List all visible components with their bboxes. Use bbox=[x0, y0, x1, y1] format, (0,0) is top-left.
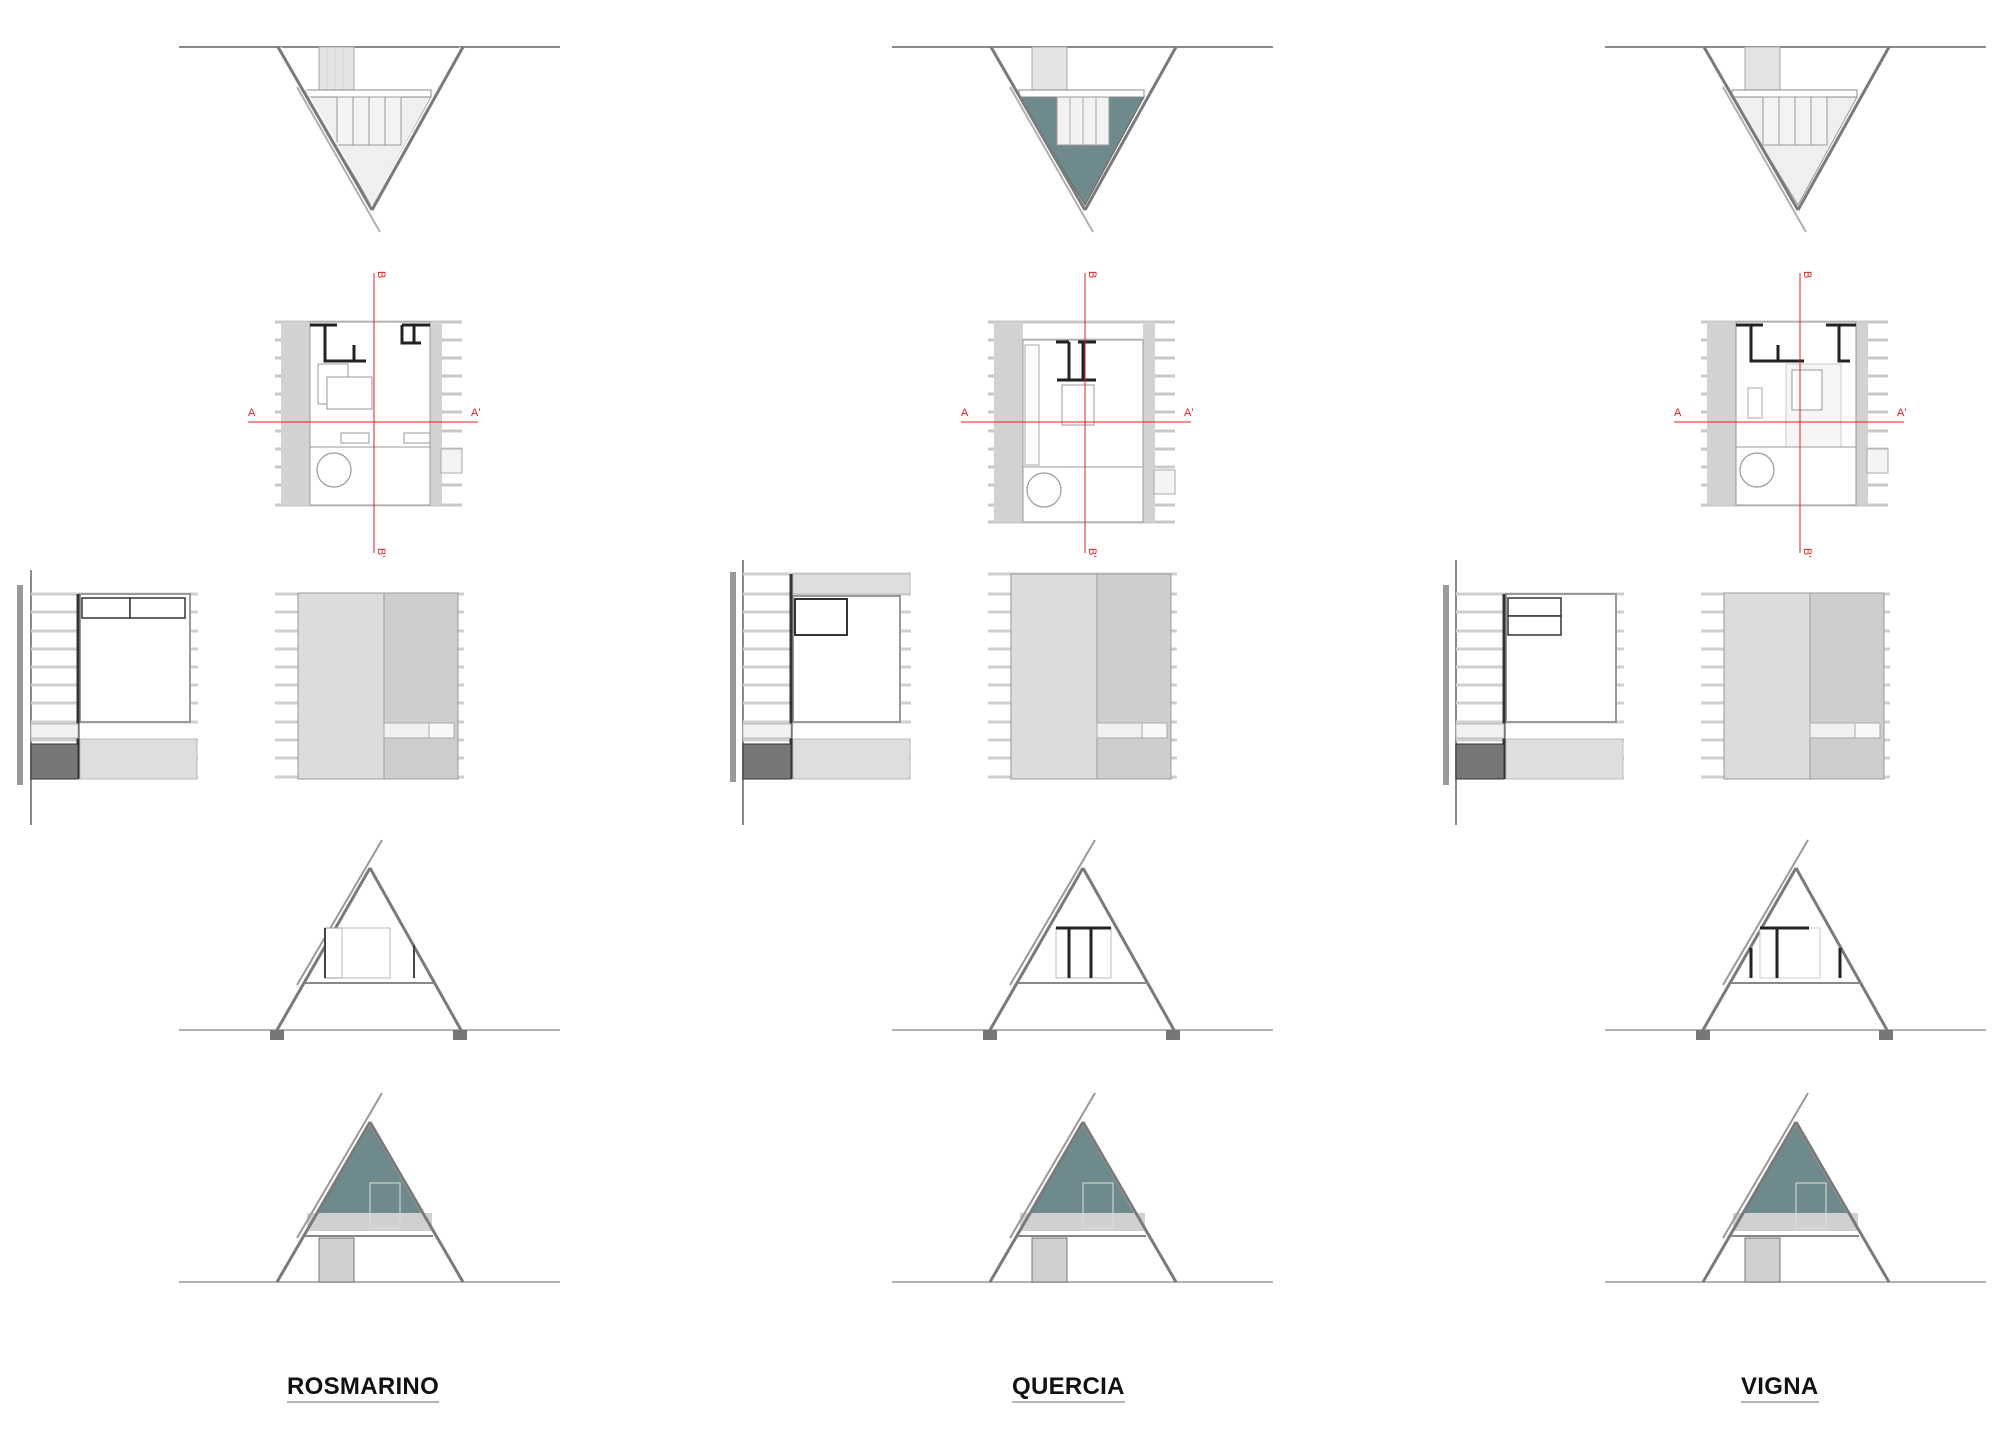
section-b-b bbox=[892, 1092, 1273, 1283]
project-title-vigna: VIGNA bbox=[1741, 1374, 1819, 1403]
section-b-b bbox=[179, 1092, 560, 1283]
section-label-b: B bbox=[1801, 271, 1813, 278]
inverted-section bbox=[1605, 46, 1986, 233]
ground-floor-plan bbox=[730, 560, 911, 825]
section-label-b-prime: B' bbox=[375, 548, 387, 557]
roof-plan bbox=[988, 572, 1177, 780]
section-label-a: A bbox=[961, 407, 969, 419]
section-label-a: A bbox=[1674, 407, 1682, 419]
drawing-set-rosmarino: B B' A A' bbox=[17, 46, 560, 1283]
section-label-b-prime: B' bbox=[1801, 548, 1813, 557]
section-label-b: B bbox=[1086, 271, 1098, 278]
inverted-section bbox=[892, 46, 1273, 233]
column-rosmarino: B B' A A' bbox=[0, 0, 700, 1445]
roof-plan bbox=[275, 592, 464, 780]
drawing-set-vigna: B B' A A' bbox=[1443, 46, 1986, 1283]
column-quercia: B B' A A' bbox=[713, 0, 1413, 1445]
project-title-rosmarino: ROSMARINO bbox=[287, 1374, 440, 1403]
inverted-section bbox=[179, 46, 560, 233]
upper-floor-plan: B B' A A' bbox=[248, 271, 480, 557]
section-label-a-prime: A' bbox=[471, 407, 480, 419]
upper-floor-plan: B B' A A' bbox=[961, 271, 1193, 557]
column-vigna: B B' A A' bbox=[1426, 0, 2000, 1445]
section-label-b-prime: B' bbox=[1086, 548, 1098, 557]
section-label-a-prime: A' bbox=[1184, 407, 1193, 419]
project-title-quercia: QUERCIA bbox=[1012, 1374, 1125, 1403]
section-a-a bbox=[179, 839, 560, 1040]
roof-plan bbox=[1701, 592, 1890, 780]
section-label-a: A bbox=[248, 407, 256, 419]
ground-floor-plan bbox=[1443, 560, 1624, 825]
section-label-a-prime: A' bbox=[1897, 407, 1906, 419]
drawing-set-quercia: B B' A A' bbox=[730, 46, 1273, 1283]
ground-floor-plan bbox=[17, 570, 198, 825]
section-a-a bbox=[1605, 839, 1986, 1040]
upper-floor-plan: B B' A A' bbox=[1674, 271, 1906, 557]
section-label-b: B bbox=[375, 271, 387, 278]
section-b-b bbox=[1605, 1092, 1986, 1283]
section-a-a bbox=[892, 839, 1273, 1040]
